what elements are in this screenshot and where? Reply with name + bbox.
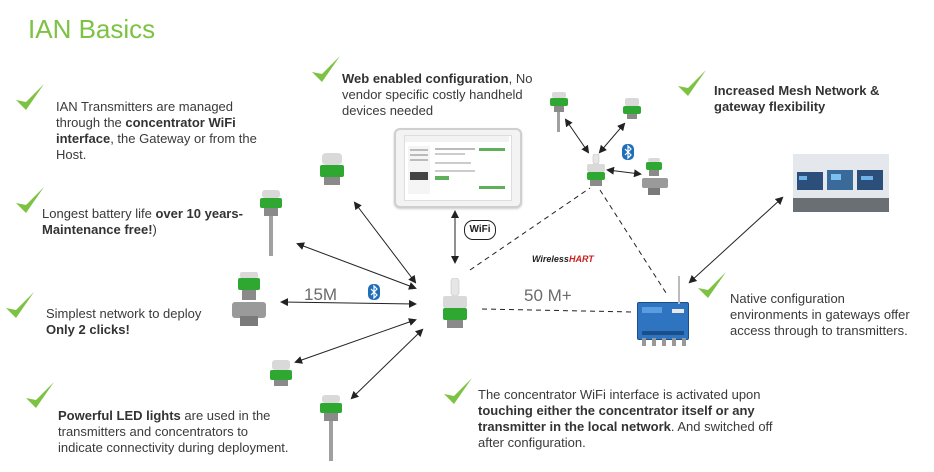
check-icon bbox=[678, 70, 706, 96]
monitor-icon bbox=[793, 154, 889, 212]
link-concentrator-gateway bbox=[481, 308, 635, 313]
mesh-node-device bbox=[587, 154, 605, 186]
link-mesh-top-right bbox=[598, 122, 626, 154]
bluetooth-icon bbox=[622, 144, 634, 160]
page-title: IAN Basics bbox=[28, 14, 156, 44]
check-icon bbox=[26, 382, 54, 408]
check-icon bbox=[444, 378, 472, 404]
check-icon bbox=[698, 272, 726, 298]
mesh-probe-device bbox=[550, 92, 568, 132]
transmitter-probe bbox=[260, 190, 282, 256]
range-short-label: 15M bbox=[304, 285, 338, 304]
check-icon bbox=[312, 56, 340, 82]
gateway-device bbox=[637, 302, 689, 340]
check-icon bbox=[6, 292, 34, 318]
concentrator-device bbox=[443, 278, 467, 328]
link-mesh-top-left bbox=[564, 118, 590, 154]
link-concentrator-bottom bbox=[350, 328, 424, 400]
wirelesshart-logo: WirelessHART bbox=[532, 254, 594, 264]
link-concentrator-upper-left bbox=[296, 242, 417, 290]
gateway-graphic bbox=[642, 307, 684, 335]
range-long-label: 50 M+ bbox=[524, 286, 572, 305]
managed-text: IAN Transmitters are managed through the… bbox=[56, 99, 257, 162]
tablet-web-config bbox=[394, 128, 522, 208]
simple-network-text: Simplest network to deploy Only 2 clicks… bbox=[46, 306, 202, 337]
link-concentrator-lower-left bbox=[294, 318, 417, 364]
link-gateway-host bbox=[688, 196, 784, 284]
link-concentrator-left bbox=[280, 298, 417, 308]
link-mesh-right bbox=[606, 166, 642, 178]
transmitter-led-lower bbox=[270, 360, 292, 386]
mesh-valve-device bbox=[642, 158, 668, 195]
check-icon bbox=[16, 84, 44, 110]
host-control-room bbox=[793, 154, 889, 212]
link-concentrator-top bbox=[353, 201, 417, 284]
wifi-activation-text: The concentrator WiFi interface is activ… bbox=[478, 387, 773, 450]
web-config-text: Web enabled configuration, No vendor spe… bbox=[342, 71, 533, 118]
wifi-icon: WiFi bbox=[464, 220, 496, 240]
transmitter-led-top bbox=[320, 153, 344, 185]
native-config-text: Native configuration environments in gat… bbox=[730, 291, 910, 338]
battery-text: Longest battery life over 10 years- Main… bbox=[42, 206, 243, 237]
link-mesh-gateway bbox=[599, 189, 669, 297]
web-config-screen bbox=[405, 136, 509, 194]
mesh-text: Increased Mesh Network & gateway flexibi… bbox=[714, 83, 880, 114]
transmitter-probe-bottom bbox=[320, 395, 342, 461]
transmitter-valve bbox=[232, 272, 266, 326]
led-text: Powerful LED lights are used in the tran… bbox=[58, 408, 289, 455]
mesh-led-device bbox=[623, 98, 641, 119]
gateway-connectors bbox=[642, 338, 686, 346]
antenna-icon bbox=[678, 276, 680, 304]
check-icon bbox=[16, 187, 44, 213]
link-concentrator-mesh bbox=[469, 187, 591, 271]
bluetooth-icon bbox=[368, 284, 380, 300]
